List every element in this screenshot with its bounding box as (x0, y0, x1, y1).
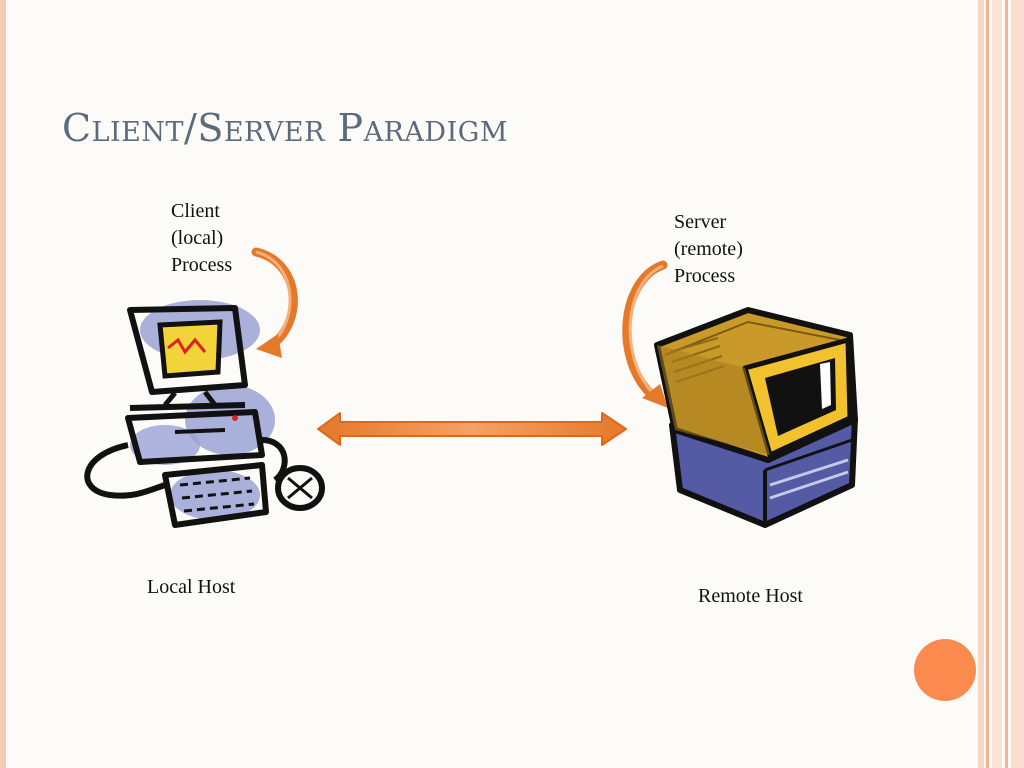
server-label-line: Server (674, 211, 727, 233)
client-label-line: (local) (171, 227, 224, 249)
remote-host-label: Remote Host (698, 585, 803, 607)
client-label-line: Process (171, 254, 233, 276)
right-border-stripe (978, 0, 984, 768)
client-process-label: Client (local) Process (171, 198, 232, 279)
left-border-decoration (0, 0, 6, 768)
slide-title: Client/Server Paradigm (62, 106, 508, 150)
curved-arrow-icon (622, 260, 668, 408)
server-label-line: (remote) (674, 238, 743, 260)
right-border-stripe (1011, 0, 1024, 768)
server-computer-icon (654, 307, 858, 528)
local-host-label: Local Host (147, 576, 236, 598)
right-border-stripe (1005, 0, 1008, 768)
server-process-label: Server (remote) Process (674, 209, 743, 290)
curved-arrow-icon (251, 247, 298, 358)
server-label-line: Process (674, 265, 736, 287)
right-border-stripe (992, 0, 1002, 768)
accent-circle (914, 639, 976, 701)
client-label-line: Client (171, 200, 220, 222)
bidirectional-arrow-icon (317, 412, 627, 446)
right-border-stripe (986, 0, 989, 768)
client-computer-icon (84, 300, 325, 528)
